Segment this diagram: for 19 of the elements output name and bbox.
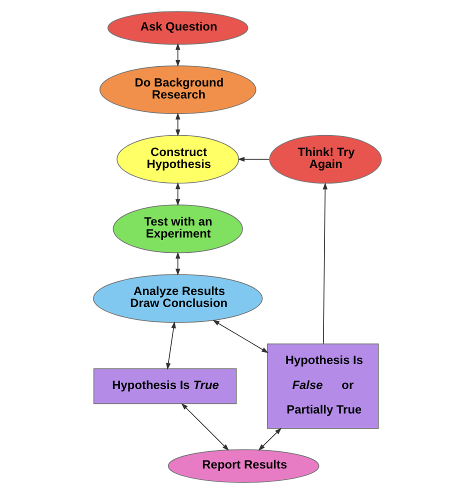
arrow — [212, 320, 268, 354]
node-ellipse: Ask Question — [106, 11, 248, 45]
arrow — [180, 403, 229, 451]
node-ellipse: Analyze Results Draw Conclusion — [92, 274, 262, 323]
node-ellipse: Report Results — [167, 449, 319, 483]
arrow — [174, 182, 180, 206]
arrow — [322, 182, 328, 344]
arrow — [174, 112, 180, 136]
node-ellipse: Construct Hypothesis — [116, 134, 239, 184]
node-ellipse: Test with an Experiment — [112, 204, 242, 254]
node-ellipse: Do Background Research — [98, 65, 256, 114]
node-box: Hypothesis Is False or Partially True — [266, 344, 378, 429]
node-ellipse: Think! Try Again — [268, 134, 382, 184]
arrow — [174, 42, 180, 67]
node-box: Hypothesis Is True — [92, 368, 236, 404]
arrow — [258, 428, 282, 451]
arrow — [166, 321, 176, 370]
arrow — [174, 252, 180, 276]
arrow — [237, 156, 269, 162]
